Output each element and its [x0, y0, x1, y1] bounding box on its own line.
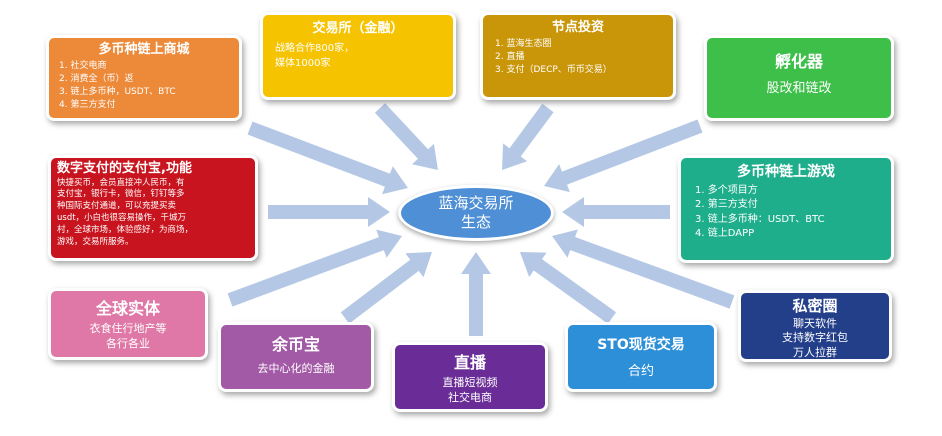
- arrow-from-exchange: [374, 103, 438, 170]
- arrow-from-global-entity: [227, 229, 402, 307]
- node-node-investment: 节点投资 1. 蓝海生态圈 2. 直播 3. 支付（DECP、币币交易）: [480, 12, 676, 100]
- list-item: 1. 蓝海生态圈: [495, 38, 552, 49]
- node-title: 多币种链上游戏: [737, 164, 835, 180]
- arrow-from-sto: [520, 252, 617, 324]
- arrow-from-digital-payment: [268, 197, 390, 227]
- node-text-line: 股改和链改: [766, 81, 832, 97]
- node-digital-payment: 数字支付的支付宝,功能 快捷买币，会员直接冲人民币，有 支付宝，银行卡，微信，钉…: [48, 155, 258, 261]
- node-text-line: 各行各业: [106, 337, 150, 351]
- node-yubibao: 余币宝 去中心化的金融: [218, 322, 374, 392]
- arrow-from-node-investment: [502, 103, 554, 170]
- arrow-from-yubibao: [340, 252, 432, 324]
- arrow-from-incubator: [544, 119, 703, 193]
- node-text-line: 直播短视频: [442, 376, 498, 390]
- node-title: 全球实体: [95, 299, 160, 318]
- node-text-line: 村，全球市场，体验感好，为商场，: [57, 225, 194, 236]
- node-private-circle: 私密圈 聊天软件 支持数字红包 万人拉群: [738, 290, 892, 362]
- list-item: 3. 链上多币种，USDT、BTC: [59, 86, 176, 97]
- node-title: STO现货交易: [597, 337, 685, 353]
- node-multi-coin-mall: 多币种链上商城 1. 社交电商 2. 消费全（币）返 3. 链上多币种，USDT…: [46, 35, 242, 121]
- center-node: 蓝海交易所 生态: [398, 185, 554, 241]
- node-text-line: 游戏，交易所服务。: [57, 237, 134, 248]
- node-title: 数字支付的支付宝,功能: [57, 161, 192, 176]
- node-text-line: 社交电商: [448, 391, 492, 405]
- list-item: 3. 链上多币种：USDT、BTC: [695, 213, 825, 225]
- node-text-line: 衣食住行地产等: [89, 322, 167, 336]
- node-text-line: 战略合作800家，: [275, 42, 355, 54]
- list-item: 2. 第三方支付: [695, 199, 758, 211]
- arrow-from-multi-coin-mall: [247, 121, 408, 195]
- node-text-line: 合约: [627, 363, 654, 379]
- center-label-line1: 蓝海交易所: [438, 194, 514, 213]
- node-global-entity: 全球实体 衣食住行地产等 各行各业: [48, 288, 208, 360]
- arrow-from-live: [461, 252, 491, 336]
- arrow-from-multi-coin-game: [562, 197, 670, 227]
- node-title: 交易所（金融）: [312, 21, 404, 36]
- node-live: 直播 直播短视频 社交电商: [392, 342, 548, 412]
- node-exchange: 交易所（金融） 战略合作800家， 媒体1000家: [260, 12, 456, 100]
- list-item: 4. 第三方支付: [59, 99, 116, 110]
- node-text-line: 去中心化的金融: [257, 362, 335, 376]
- node-multi-coin-game: 多币种链上游戏 1. 多个项目方 2. 第三方支付 3. 链上多币种：USDT、…: [678, 155, 894, 263]
- node-title: 节点投资: [551, 20, 604, 35]
- list-item: 1. 多个项目方: [695, 184, 758, 196]
- node-text-line: 种国际支付通道，可以充提买卖: [57, 201, 177, 212]
- node-text-line: 聊天软件: [793, 317, 837, 330]
- node-text-line: 支持数字红包: [782, 331, 848, 345]
- node-title: 多币种链上商城: [98, 42, 190, 57]
- list-item: 1. 社交电商: [59, 60, 107, 71]
- node-title: 私密圈: [792, 297, 838, 315]
- list-item: 2. 消费全（币）返: [59, 73, 134, 84]
- node-sto: STO现货交易 合约: [565, 322, 717, 392]
- node-text-line: 媒体1000家: [275, 57, 331, 69]
- node-title: 余币宝: [271, 335, 320, 354]
- node-title: 直播: [453, 353, 486, 372]
- list-item: 2. 直播: [495, 51, 525, 62]
- node-text-line: usdt，小白也很容易操作，千城万: [57, 213, 187, 224]
- node-text-line: 快捷买币，会员直接冲人民币，有: [57, 177, 185, 188]
- list-item: 3. 支付（DECP、币币交易）: [495, 64, 612, 75]
- node-incubator: 孵化器 股改和链改: [704, 35, 894, 121]
- arrow-from-private-circle: [552, 229, 735, 309]
- center-label-line2: 生态: [460, 213, 491, 231]
- list-item: 4. 链上DAPP: [695, 228, 755, 240]
- node-text-line: 万人拉群: [793, 345, 837, 359]
- node-title: 孵化器: [774, 52, 823, 71]
- node-text-line: 支付宝，银行卡，微信，钉钉等多: [57, 189, 185, 200]
